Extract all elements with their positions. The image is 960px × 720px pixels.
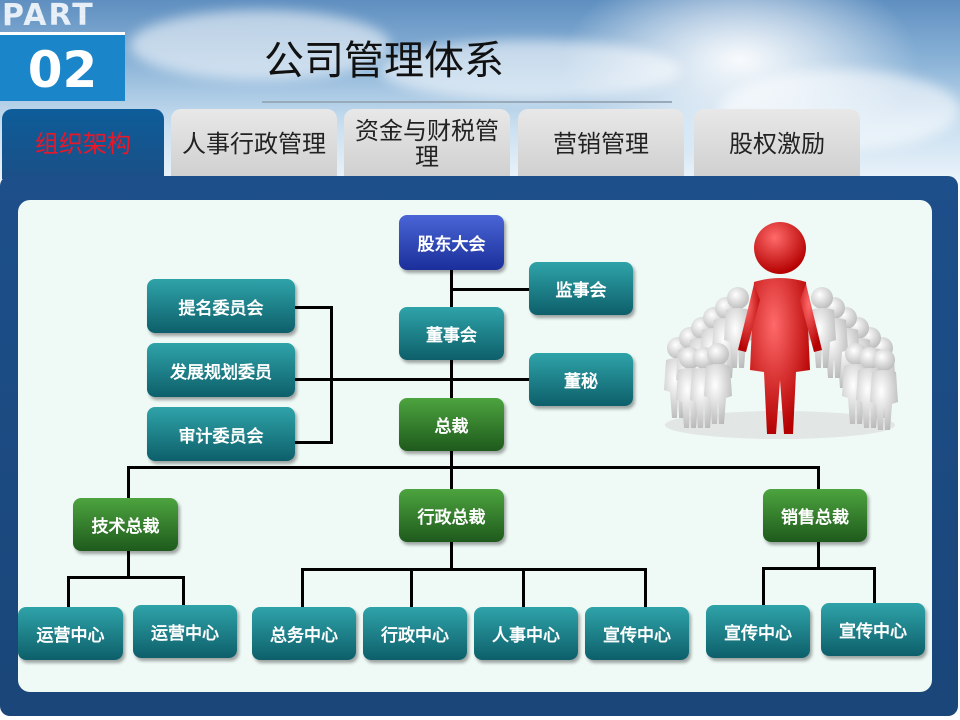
node-hr-center: 人事中心 (474, 607, 578, 660)
node-label: 总裁 (434, 417, 469, 437)
connector (127, 551, 130, 578)
node-publicity-center: 宣传中心 (821, 603, 925, 656)
tab-label: 营销管理 (553, 130, 649, 158)
connector (450, 288, 530, 291)
node-sales-president: 销售总裁 (763, 489, 867, 542)
node-ceo: 总裁 (399, 398, 504, 451)
tab-marketing[interactable]: 营销管理 (518, 109, 684, 179)
node-label: 董秘 (564, 372, 598, 392)
node-general-affairs-center: 总务中心 (252, 607, 356, 660)
node-label: 运营中心 (151, 624, 219, 644)
tab-label: 组织架构 (35, 130, 131, 158)
node-operations-center: 运营中心 (133, 605, 237, 658)
node-label: 股东大会 (417, 235, 486, 255)
node-label: 提名委员会 (178, 298, 264, 319)
connector (301, 568, 304, 608)
leader-figure-illustration (664, 222, 898, 439)
connector (817, 466, 820, 490)
node-label: 技术总裁 (91, 517, 160, 537)
connector (295, 306, 332, 309)
title-divider (262, 101, 672, 103)
connector (301, 568, 647, 571)
connector (295, 441, 332, 444)
red-leader-icon (738, 222, 822, 434)
connector (127, 466, 820, 469)
node-admin-president: 行政总裁 (399, 489, 504, 542)
node-label: 行政总裁 (417, 508, 486, 528)
tab-label: 资金与财税管理 (355, 117, 499, 171)
connector (182, 576, 185, 606)
node-planning-committee: 发展规划委员 (147, 343, 295, 397)
node-board-secretary: 董秘 (529, 353, 633, 406)
node-label: 宣传中心 (603, 626, 671, 646)
connector (295, 378, 450, 381)
tab-hr-admin[interactable]: 人事行政管理 (171, 109, 337, 179)
connector (450, 542, 453, 570)
connector (873, 567, 876, 603)
connector (127, 466, 130, 498)
node-operations-center: 运营中心 (18, 607, 123, 660)
node-board-of-directors: 董事会 (399, 307, 504, 360)
node-label: 董事会 (426, 326, 477, 346)
connector (644, 568, 647, 608)
cloud (380, 40, 680, 100)
node-label: 人事中心 (492, 626, 560, 646)
node-publicity-center: 宣传中心 (706, 605, 810, 658)
node-tech-president: 技术总裁 (73, 498, 178, 551)
node-supervisory-board: 监事会 (529, 262, 633, 315)
tab-label: 股权激励 (729, 130, 825, 158)
node-admin-center: 行政中心 (363, 607, 467, 660)
connector (450, 378, 530, 381)
node-label: 宣传中心 (839, 622, 907, 642)
node-nomination-committee: 提名委员会 (147, 279, 295, 333)
badge-number-box: 02 (0, 32, 125, 101)
connector (762, 567, 765, 605)
node-label: 审计委员会 (178, 426, 264, 447)
cloud (130, 10, 390, 80)
connector (410, 568, 413, 608)
tab-label: 人事行政管理 (182, 130, 326, 158)
section-badge: PART 02 (0, 0, 125, 101)
tab-org-structure[interactable]: 组织架构 (2, 109, 164, 179)
node-label: 销售总裁 (781, 508, 849, 528)
badge-number: 02 (27, 41, 98, 99)
connector (817, 541, 820, 569)
badge-part-label: PART (2, 0, 125, 32)
node-label: 运营中心 (36, 626, 105, 646)
connector (762, 567, 876, 570)
node-label: 总务中心 (270, 626, 338, 646)
connector (330, 306, 333, 444)
node-label: 宣传中心 (724, 624, 792, 644)
node-label: 监事会 (555, 281, 607, 301)
tab-equity-incentive[interactable]: 股权激励 (694, 109, 860, 179)
node-label: 行政中心 (381, 626, 449, 646)
connector (450, 451, 453, 489)
connector (67, 576, 70, 608)
node-shareholders-meeting: 股东大会 (399, 215, 504, 270)
connector (67, 576, 185, 579)
node-audit-committee: 审计委员会 (147, 407, 295, 461)
tab-finance-tax[interactable]: 资金与财税管理 (344, 109, 510, 179)
connector (522, 568, 525, 608)
node-label: 发展规划委员 (170, 362, 272, 383)
node-publicity-center: 宣传中心 (585, 607, 689, 660)
page-title: 公司管理体系 (264, 38, 504, 84)
